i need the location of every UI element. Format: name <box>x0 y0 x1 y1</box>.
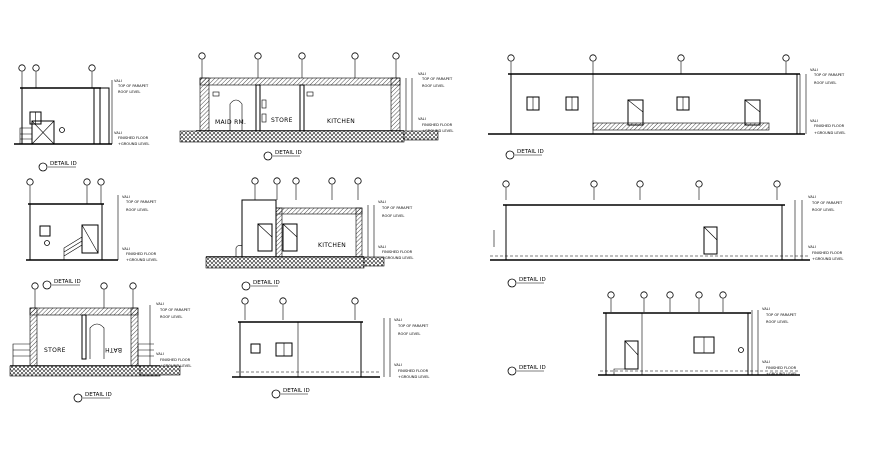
svg-text:VALI: VALI <box>156 352 164 356</box>
detail-caption: DETAIL ID <box>283 388 310 394</box>
svg-text:+GROUND LEVEL: +GROUND LEVEL <box>118 142 149 146</box>
svg-text:FINISHED FLOOR: FINISHED FLOOR <box>126 252 157 256</box>
room-label-store: STORE <box>271 117 293 124</box>
room-label-store-2: STORE <box>44 347 66 354</box>
svg-text:VALI: VALI <box>762 307 770 311</box>
svg-text:VALI: VALI <box>122 195 130 199</box>
svg-text:TOP OF PARAPET: TOP OF PARAPET <box>765 313 797 317</box>
room-label-maid: MAID RM. <box>215 119 246 126</box>
svg-text:+GROUND LEVEL: +GROUND LEVEL <box>382 256 413 260</box>
svg-text:VALI: VALI <box>418 72 426 76</box>
svg-text:VALI: VALI <box>156 302 164 306</box>
svg-text:ROOF LEVEL: ROOF LEVEL <box>160 315 182 319</box>
svg-text:VALI: VALI <box>122 247 130 251</box>
svg-text:ROOF LEVEL: ROOF LEVEL <box>422 84 444 88</box>
svg-text:TOP OF PARAPET: TOP OF PARAPET <box>159 308 191 312</box>
svg-text:+GROUND LEVEL: +GROUND LEVEL <box>812 257 843 261</box>
svg-text:TOP OF PARAPET: TOP OF PARAPET <box>813 73 845 77</box>
room-label-kitchen-2: KITCHEN <box>318 242 346 249</box>
svg-text:VALI: VALI <box>808 245 816 249</box>
svg-text:ROOF LEVEL: ROOF LEVEL <box>814 81 836 85</box>
detail-caption: DETAIL ID <box>517 149 544 155</box>
elevation-2: VALI TOP OF PARAPET ROOF LEVEL VALI FINI… <box>26 178 157 290</box>
svg-text:VALI: VALI <box>810 119 818 123</box>
svg-text:+GROUND LEVEL: +GROUND LEVEL <box>126 258 157 262</box>
elevation-3: VALI TOP OF PARAPET ROOF LEVEL VALI FINI… <box>232 297 429 399</box>
svg-text:VALI: VALI <box>378 245 386 249</box>
svg-text:FINISHED FLOOR: FINISHED FLOOR <box>422 123 453 127</box>
svg-text:ROOF LEVEL: ROOF LEVEL <box>766 320 788 324</box>
svg-text:ROOF LEVEL: ROOF LEVEL <box>812 208 834 212</box>
svg-text:TOP OF PARAPET: TOP OF PARAPET <box>811 201 843 205</box>
elevation-long-2: VALI TOP OF PARAPET ROOF LEVEL VALI FINI… <box>490 180 843 288</box>
detail-caption: DETAIL ID <box>253 280 280 286</box>
svg-text:FINISHED FLOOR: FINISHED FLOOR <box>814 124 845 128</box>
elevation-long-1: VALI TOP OF PARAPET ROOF LEVEL VALI FINI… <box>488 54 845 160</box>
svg-text:ROOF LEVEL: ROOF LEVEL <box>126 208 148 212</box>
svg-text:VALI: VALI <box>114 79 122 83</box>
svg-text:FINISHED FLOOR: FINISHED FLOOR <box>398 369 429 373</box>
svg-text:FINISHED FLOOR: FINISHED FLOOR <box>160 358 191 362</box>
elevation-4: VALI TOP OF PARAPET ROOF LEVEL VALI FINI… <box>507 291 800 376</box>
elevation-1: VALI TOP OF PARAPET ROOF LEVEL VALI FINI… <box>14 64 149 172</box>
svg-text:TOP OF PARAPET: TOP OF PARAPET <box>125 200 157 204</box>
svg-text:VALI: VALI <box>378 200 386 204</box>
svg-text:ROOF LEVEL: ROOF LEVEL <box>398 332 420 336</box>
svg-text:VALI: VALI <box>762 360 770 364</box>
svg-text:VALI: VALI <box>808 195 816 199</box>
detail-caption: DETAIL ID <box>54 279 81 285</box>
svg-text:VALI: VALI <box>418 117 426 121</box>
detail-caption: DETAIL ID <box>519 365 546 371</box>
svg-text:VALI: VALI <box>810 68 818 72</box>
detail-caption: DETAIL ID <box>519 277 546 283</box>
detail-caption: DETAIL ID <box>85 392 112 398</box>
svg-text:TOP OF PARAPET: TOP OF PARAPET <box>421 77 453 81</box>
svg-text:TOP OF PARAPET: TOP OF PARAPET <box>397 324 429 328</box>
svg-text:VALI: VALI <box>114 131 122 135</box>
svg-text:TOP OF PARAPET: TOP OF PARAPET <box>381 206 413 210</box>
detail-caption: DETAIL ID <box>50 161 77 167</box>
svg-text:+GROUND LEVEL: +GROUND LEVEL <box>814 131 845 135</box>
svg-text:FINISHED FLOOR: FINISHED FLOOR <box>382 250 413 254</box>
svg-text:FINISHED FLOOR: FINISHED FLOOR <box>118 136 149 140</box>
svg-text:+GROUND LEVEL: +GROUND LEVEL <box>398 375 429 379</box>
svg-text:FINISHED FLOOR: FINISHED FLOOR <box>766 366 797 370</box>
section-3: STORE BATH VALI TOP OF PARAPET ROOF LEVE… <box>9 282 191 403</box>
svg-text:ROOF LEVEL: ROOF LEVEL <box>118 90 140 94</box>
svg-text:TOP OF PARAPET: TOP OF PARAPET <box>117 84 149 88</box>
section-1: MAID RM. STORE KITCHEN VALI TOP OF PARAP… <box>179 52 453 161</box>
svg-text:+GROUND LEVEL: +GROUND LEVEL <box>766 372 797 376</box>
room-label-kitchen: KITCHEN <box>327 118 355 125</box>
svg-text:VALI: VALI <box>394 363 402 367</box>
section-2: KITCHEN VALI TOP OF PARAPET ROOF LEVEL V… <box>205 177 413 291</box>
svg-text:VALI: VALI <box>394 318 402 322</box>
room-label-bath: BATH <box>105 346 122 353</box>
svg-text:ROOF LEVEL: ROOF LEVEL <box>382 214 404 218</box>
detail-caption: DETAIL ID <box>275 150 302 156</box>
svg-text:FINISHED FLOOR: FINISHED FLOOR <box>812 251 843 255</box>
